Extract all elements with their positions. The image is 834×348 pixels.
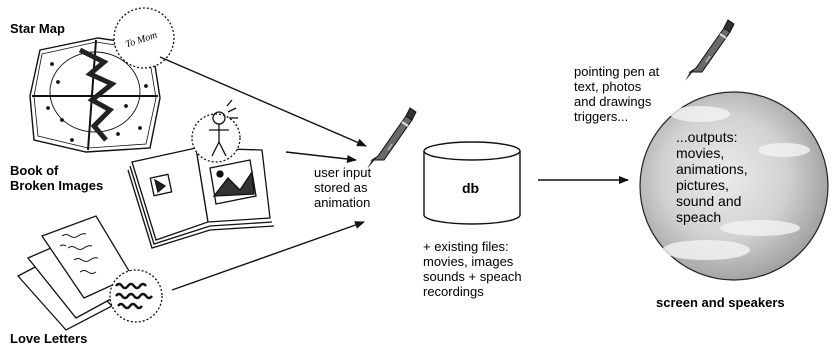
outputs-text: ...outputs: movies, animations, pictures… [676,129,748,225]
arrow-book-to-pen [285,151,357,163]
love-letters-sketch [16,215,133,331]
pen-icon [366,107,417,170]
arrows [159,56,629,291]
star-map-label: Star Map [10,21,65,36]
screen-speakers-label: screen and speakers [656,295,785,310]
existing-files-text: + existing files: movies, images sounds … [423,239,522,299]
book-sketch [127,147,275,249]
love-letters-label: Love Letters [10,331,88,346]
database-cylinder [423,141,521,225]
arrow-star-map-to-pen [159,56,367,147]
db-label: db [462,180,480,196]
arrow-letters-to-pen [171,221,365,291]
user-input-text: user input stored as animation [314,165,372,210]
pointing-pen-text: pointing pen at text, photos and drawing… [574,64,660,124]
screen-circle [639,91,829,281]
pen-icon [684,19,735,82]
scribble-bubble [109,269,163,323]
figure-bubble [191,99,241,163]
to-mom-bubble: To Mom [113,7,175,69]
book-label: Book of Broken Images [10,163,104,193]
